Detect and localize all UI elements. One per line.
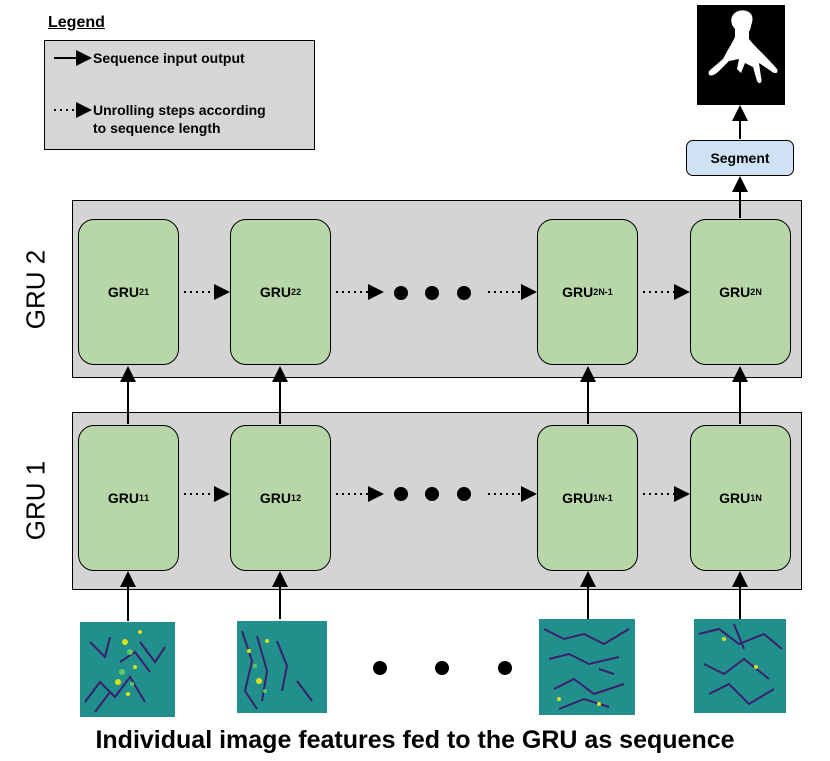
feature-ellipsis-dot-2 bbox=[435, 661, 449, 675]
gru2-ellipsis-dot-2 bbox=[425, 286, 439, 300]
segment-box: Segment bbox=[686, 140, 794, 176]
legend-arrows bbox=[54, 50, 92, 118]
gru1-ellipsis-dot-2 bbox=[425, 487, 439, 501]
feature-map-image-2 bbox=[237, 621, 327, 713]
legend-title: Legend bbox=[48, 14, 105, 31]
feature-map-image-3 bbox=[539, 619, 635, 715]
feature-ellipsis-dot-1 bbox=[373, 661, 387, 675]
gru2-ellipsis-dot-3 bbox=[457, 286, 471, 300]
feature-map-image-4 bbox=[694, 619, 786, 713]
legend-item-sequence: Sequence input output bbox=[93, 50, 245, 66]
diagram-caption: Individual image features fed to the GRU… bbox=[95, 726, 735, 754]
gru1-ellipsis-dot-3 bbox=[457, 487, 471, 501]
legend-item-unrolling-line2: to sequence length bbox=[93, 120, 221, 136]
feature-map-image-1 bbox=[80, 622, 175, 717]
segmentation-output-image bbox=[697, 5, 785, 105]
legend-item-unrolling-line1: Unrolling steps according bbox=[93, 102, 266, 118]
gru1-ellipsis-dot-1 bbox=[394, 487, 408, 501]
feature-ellipsis-dot-3 bbox=[498, 661, 512, 675]
gru2-ellipsis-dot-1 bbox=[394, 286, 408, 300]
